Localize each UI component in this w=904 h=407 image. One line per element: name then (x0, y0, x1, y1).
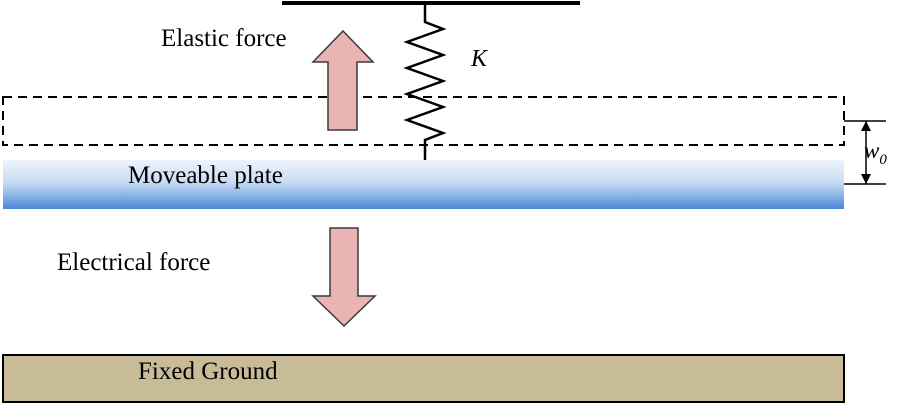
gap-arrowhead-up (861, 121, 871, 131)
moveable-plate-label: Moveable plate (128, 162, 283, 189)
gap-arrowhead-down (861, 174, 871, 184)
elastic-force-label: Elastic force (161, 25, 287, 52)
electrical-force-arrow (311, 227, 377, 328)
original-plate-outline (2, 96, 845, 146)
gap-label: w0 (864, 138, 887, 168)
elastic-force-arrow (311, 29, 375, 131)
spring (403, 3, 447, 160)
electrical-force-label: Electrical force (57, 249, 210, 276)
spring-constant-label: K (470, 46, 489, 72)
fixed-ground (2, 354, 845, 403)
moveable-plate (3, 160, 844, 209)
fixed-ground-label: Fixed Ground (138, 358, 278, 385)
